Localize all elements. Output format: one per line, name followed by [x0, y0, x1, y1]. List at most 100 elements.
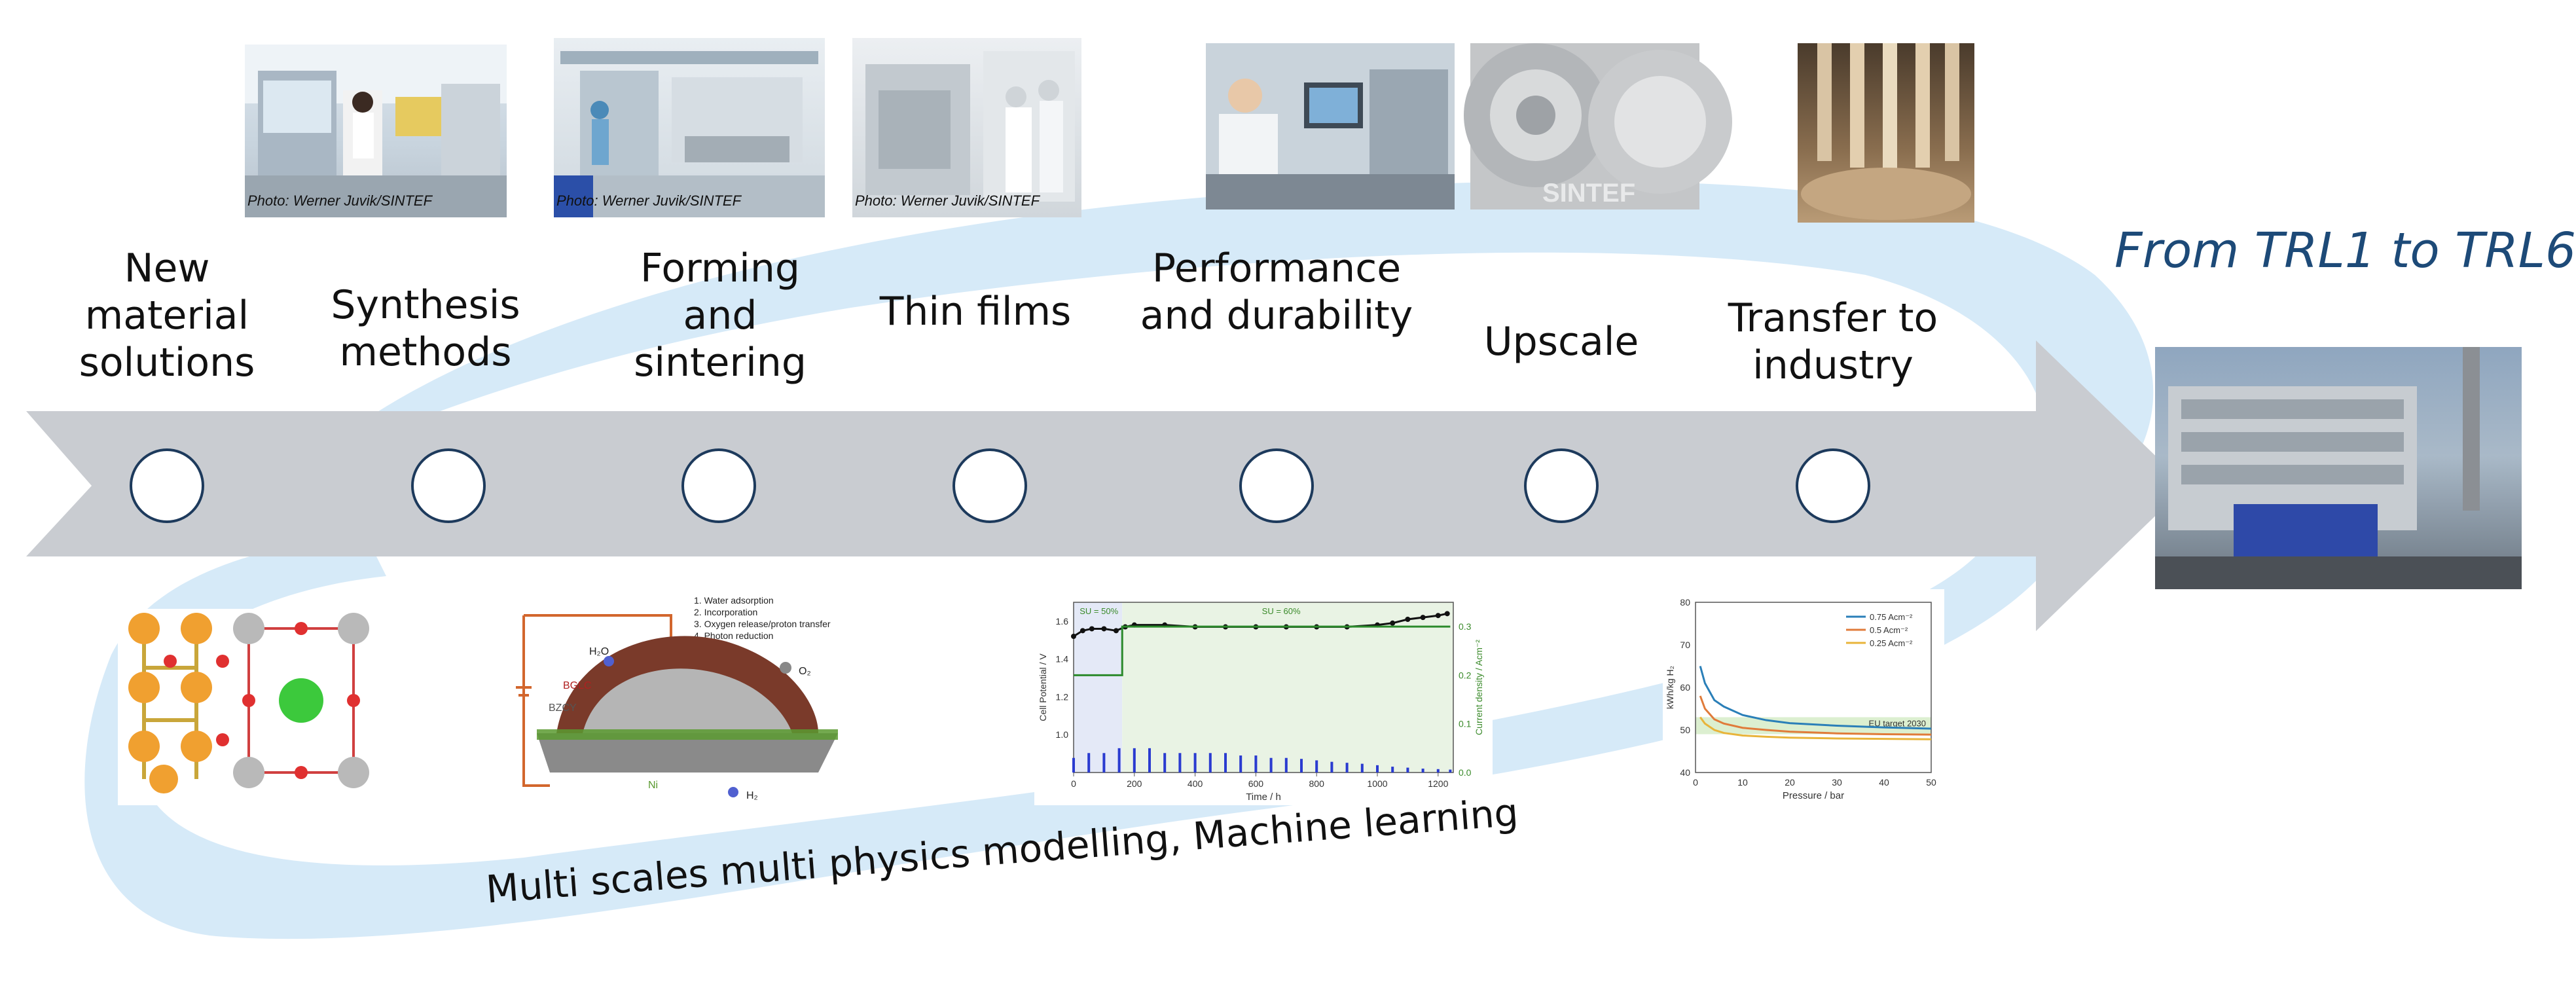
x-tick-label-4: 40 — [1879, 777, 1889, 788]
x-tick-label-0: 0 — [1693, 777, 1698, 788]
legend-label-1: 0.5 Acm⁻² — [1870, 625, 1908, 635]
degradation-bar-16 — [1315, 760, 1318, 773]
degradation-bar-13 — [1269, 757, 1273, 773]
y-axis-label: Cell Potential / V — [1038, 653, 1048, 721]
stage-circle-7 — [1796, 448, 1870, 523]
stage-circle-3 — [681, 448, 756, 523]
stage-label-transfer: Transfer to industry — [1728, 295, 1938, 388]
degradation-bar-0 — [1072, 757, 1075, 773]
lab-photo-3: Photo: Werner Juvik/SINTEF — [852, 38, 1081, 217]
sintef-watermark: SINTEF — [1542, 179, 1635, 208]
flange-photo: SINTEF — [1464, 43, 1732, 209]
plot-frame — [1073, 602, 1454, 773]
degradation-bar-18 — [1345, 763, 1349, 773]
lab-illustration-3 — [865, 51, 1075, 202]
h2o-label: H₂O — [589, 646, 609, 657]
photo-credit-2: Photo: Werner Juvik/SINTEF — [556, 192, 742, 209]
crystal-structure — [118, 609, 393, 805]
degradation-bar-8 — [1193, 753, 1197, 773]
stage-label-new-material: New material solutions — [79, 245, 255, 386]
plant-illustration — [2155, 347, 2522, 589]
circuit-wire — [522, 614, 672, 787]
x-axis-label: Pressure / bar — [1783, 790, 1844, 801]
stage-label-synthesis: Synthesis methods — [331, 282, 520, 375]
tubes-illustration — [1801, 43, 1971, 220]
stage-circle-2 — [411, 448, 486, 523]
mechanism-step-1: 1. Water adsorption — [694, 595, 774, 606]
degradation-bar-24 — [1436, 769, 1440, 773]
lab-photo-4 — [1206, 43, 1455, 209]
lab-photo-2: Photo: Werner Juvik/SINTEF — [554, 38, 825, 217]
legend-label-0: 0.75 Acm⁻² — [1870, 612, 1913, 622]
ni-label: Ni — [648, 780, 658, 791]
y-axis-label: kWh/kg H₂ — [1665, 666, 1675, 709]
x-tick-label-1: 200 — [1127, 778, 1142, 789]
stage-circle-6 — [1524, 448, 1599, 523]
y-right-tick-label-0: 0.0 — [1459, 767, 1472, 778]
y-tick-label-2: 60 — [1680, 682, 1690, 693]
h2-label: H₂ — [746, 790, 758, 801]
stage-circle-5 — [1239, 448, 1314, 523]
degradation-bar-2 — [1102, 753, 1106, 773]
y-tick-label-0: 1.0 — [1056, 729, 1069, 740]
annotation-su50: SU = 50% — [1079, 606, 1118, 616]
degradation-bar-10 — [1224, 753, 1227, 773]
mechanism-schematic: 1. Water adsorption 2. Incorporation 3. … — [511, 589, 851, 805]
degradation-bar-1 — [1087, 753, 1091, 773]
y-tick-label-4: 80 — [1680, 597, 1690, 608]
y-tick-label-1: 1.2 — [1056, 691, 1069, 702]
stage-label-forming: Forming and sintering — [634, 245, 807, 386]
degradation-bar-20 — [1376, 765, 1379, 773]
legend-label-2: 0.25 Acm⁻² — [1870, 638, 1913, 648]
degradation-bar-5 — [1148, 748, 1151, 773]
plot-frame — [1695, 602, 1932, 773]
current-density-line — [1074, 625, 1451, 676]
lab-illustration-4 — [1206, 43, 1455, 209]
degradation-bar-25 — [1449, 769, 1452, 773]
photo-credit-3: Photo: Werner Juvik/SINTEF — [855, 192, 1040, 209]
degradation-bar-9 — [1208, 753, 1212, 773]
degradation-bar-15 — [1300, 759, 1303, 773]
series-line-0 — [1699, 666, 1932, 730]
y-tick-label-3: 70 — [1680, 640, 1690, 650]
flange-illustration: SINTEF — [1464, 43, 1732, 208]
lab-illustration-1 — [245, 45, 507, 217]
x-tick-label-5: 1000 — [1367, 778, 1387, 789]
x-tick-label-0: 0 — [1071, 778, 1076, 789]
bzcy-label: BZCY — [549, 702, 577, 714]
mechanism-step-3: 3. Oxygen release/proton transfer — [694, 619, 831, 629]
annotation-eu-target: EU target 2030 — [1869, 719, 1926, 729]
degradation-bar-4 — [1133, 748, 1136, 773]
photo-credit-1: Photo: Werner Juvik/SINTEF — [247, 192, 433, 209]
x-axis-label: Time / h — [1246, 791, 1281, 803]
y-tick-label-1: 50 — [1680, 725, 1690, 735]
y-right-tick-label-2: 0.2 — [1459, 670, 1472, 680]
degradation-bar-23 — [1421, 769, 1424, 773]
y-tick-label-2: 1.4 — [1056, 654, 1069, 664]
electrolyte-slab — [537, 733, 838, 773]
x-tick-label-3: 30 — [1832, 777, 1842, 788]
mechanism-step-4: 4. Photon reduction — [694, 630, 773, 641]
x-tick-label-2: 400 — [1188, 778, 1203, 789]
x-tick-label-6: 1200 — [1428, 778, 1448, 789]
x-tick-label-3: 600 — [1248, 778, 1264, 789]
arrow-shape — [26, 340, 2186, 631]
y-tick-label-3: 1.6 — [1056, 616, 1069, 627]
degradation-bar-17 — [1330, 761, 1333, 773]
y-right-tick-label-1: 0.1 — [1459, 719, 1472, 729]
y-tick-label-0: 40 — [1680, 767, 1690, 778]
mechanism-step-2: 2. Incorporation — [694, 607, 757, 617]
degradation-bar-7 — [1178, 753, 1182, 773]
stage-circles — [130, 448, 1870, 523]
x-tick-label-1: 10 — [1737, 777, 1748, 788]
degradation-bar-22 — [1406, 767, 1409, 773]
annotation-su60: SU = 60% — [1262, 606, 1301, 616]
stage-label-performance: Performance and durability — [1140, 245, 1413, 338]
x-tick-label-2: 20 — [1785, 777, 1795, 788]
y-right-axis-label: Current density / Acm⁻² — [1474, 640, 1484, 735]
